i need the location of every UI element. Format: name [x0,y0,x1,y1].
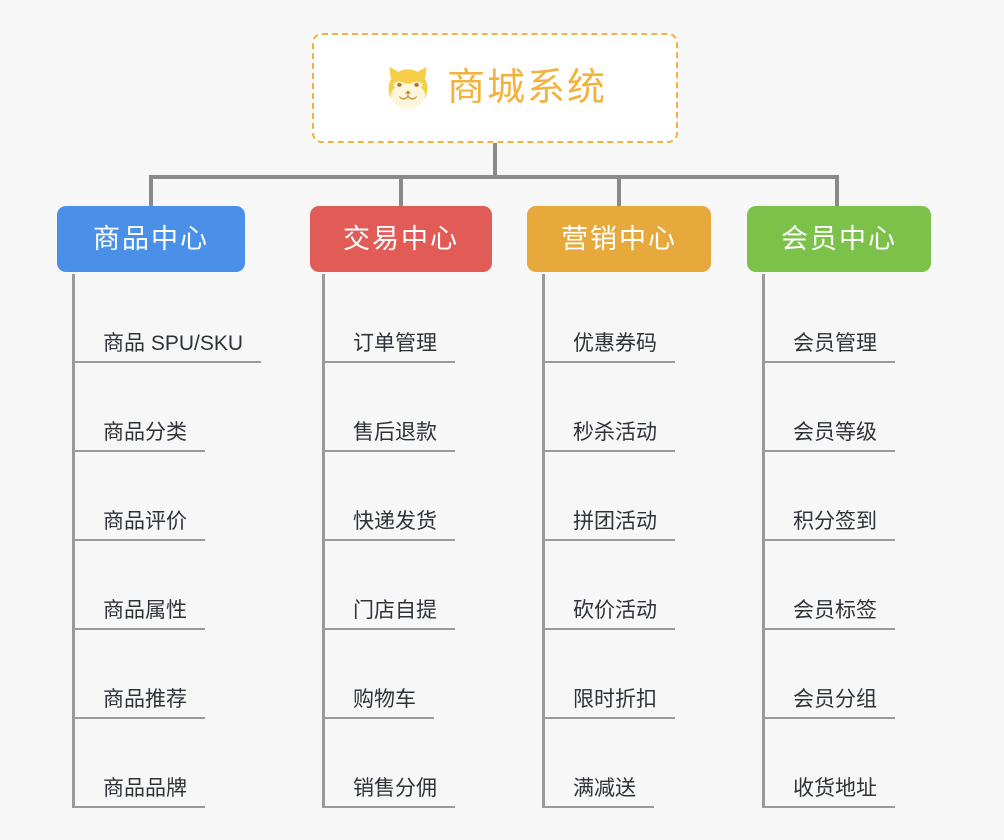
leaf-item[interactable]: 商品分类 [75,363,205,452]
category-label: 商品中心 [93,223,209,254]
category-box-4[interactable]: 会员中心 [747,206,931,272]
category-box-1[interactable]: 商品中心 [57,206,245,272]
leaf-item[interactable]: 积分签到 [765,452,895,541]
leaf-item[interactable]: 拼团活动 [545,452,675,541]
leaf-label: 购物车 [353,687,416,711]
category-box-2[interactable]: 交易中心 [310,206,492,272]
leaf-label: 商品 SPU/SKU [103,331,244,355]
leaf-item[interactable]: 收货地址 [765,719,895,808]
leaf-item[interactable]: 会员标签 [765,541,895,630]
connector-drop-3 [617,175,621,208]
leaf-label: 商品属性 [103,598,187,622]
leaf-label: 门店自提 [353,598,437,622]
leaf-item[interactable]: 销售分佣 [325,719,455,808]
shiba-dog-icon [388,66,428,109]
leaf-item[interactable]: 售后退款 [325,363,455,452]
category-label: 营销中心 [561,223,677,254]
leaf-label: 订单管理 [353,331,437,355]
leaf-item[interactable]: 优惠券码 [545,274,675,363]
leaf-item[interactable]: 门店自提 [325,541,455,630]
connector-drop-1 [149,175,153,208]
leaf-label: 秒杀活动 [573,420,657,444]
leaf-label: 商品分类 [103,420,187,444]
leaf-item[interactable]: 商品评价 [75,452,205,541]
leaf-label: 会员管理 [793,331,877,355]
leaf-label: 商品评价 [103,509,187,533]
leaf-label: 售后退款 [353,420,437,444]
branch-spine [72,274,75,808]
leaf-label: 销售分佣 [353,776,437,800]
category-box-3[interactable]: 营销中心 [527,206,711,272]
leaf-item[interactable]: 快递发货 [325,452,455,541]
category-label: 会员中心 [781,223,897,254]
leaf-item[interactable]: 会员管理 [765,274,895,363]
root-node[interactable]: 商城系统 [312,33,678,143]
leaf-label: 商品品牌 [103,776,187,800]
leaf-item[interactable]: 秒杀活动 [545,363,675,452]
leaf-label: 拼团活动 [573,509,657,533]
leaf-item[interactable]: 商品品牌 [75,719,205,808]
connector-root-stem [493,143,497,177]
category-label: 交易中心 [343,223,459,254]
leaf-item[interactable]: 限时折扣 [545,630,675,719]
root-label: 商城系统 [446,67,607,109]
leaf-label: 优惠券码 [573,331,657,355]
leaf-item[interactable]: 满减送 [545,719,654,808]
leaf-label: 满减送 [573,776,636,800]
leaf-item[interactable]: 会员等级 [765,363,895,452]
leaf-item[interactable]: 订单管理 [325,274,455,363]
leaf-label: 会员等级 [793,420,877,444]
branch-spine [762,274,765,808]
leaf-label: 会员分组 [793,687,877,711]
leaf-item[interactable]: 会员分组 [765,630,895,719]
branch-spine [322,274,325,808]
leaf-item[interactable]: 商品 SPU/SKU [75,274,262,363]
connector-horizontal-bus [149,175,839,179]
leaf-item[interactable]: 商品属性 [75,541,205,630]
leaf-label: 收货地址 [793,776,877,800]
leaf-label: 会员标签 [793,598,877,622]
leaf-label: 限时折扣 [573,687,657,711]
connector-drop-2 [399,175,403,208]
branch-spine [542,274,545,808]
leaf-label: 快递发货 [353,509,437,533]
connector-drop-4 [835,175,839,208]
leaf-item[interactable]: 商品推荐 [75,630,205,719]
leaf-item[interactable]: 购物车 [325,630,434,719]
leaf-label: 商品推荐 [103,687,187,711]
leaf-label: 砍价活动 [573,598,657,622]
leaf-label: 积分签到 [793,509,877,533]
leaf-item[interactable]: 砍价活动 [545,541,675,630]
